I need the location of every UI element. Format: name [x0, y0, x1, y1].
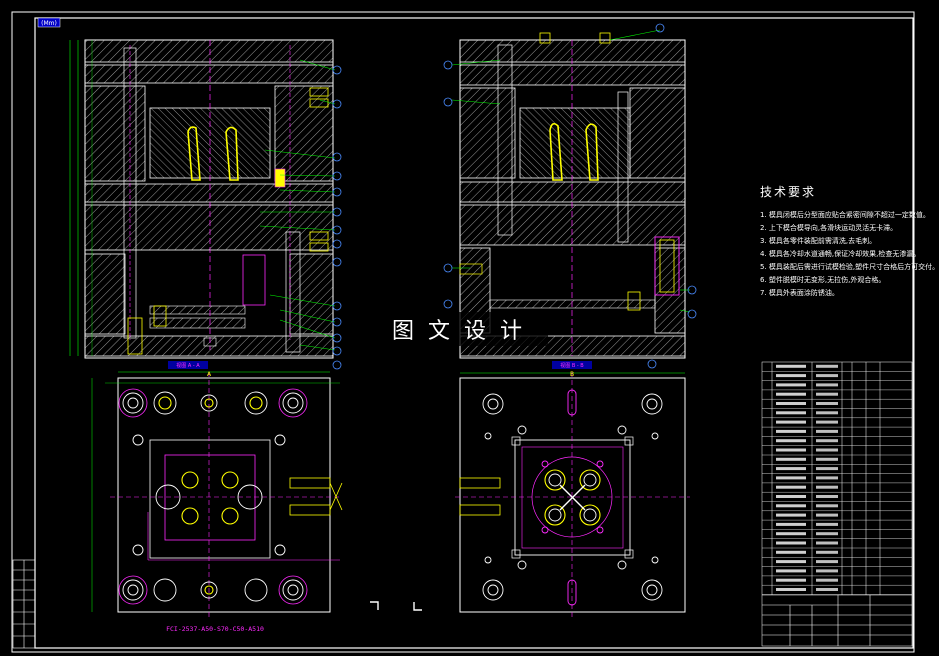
tech-requirement-line: 2. 上下模合模导向,各滑块运动灵活无卡滞。: [760, 224, 898, 232]
parts-list-cell-text: [776, 374, 806, 378]
parts-list-cell-text: [776, 504, 806, 508]
parts-list-cell-text: [776, 420, 806, 424]
parts-list-cell-text: [816, 420, 838, 424]
parts-list-cell-text: [776, 569, 806, 573]
parts-list-cell-text: [776, 578, 806, 582]
parts-list-cell-text: [816, 485, 838, 489]
parts-list-cell-text: [816, 588, 838, 591]
parts-list-cell-text: [816, 476, 838, 480]
parts-list-cell-text: [776, 383, 806, 387]
parts-list-cell-text: [816, 541, 838, 545]
bottom-note: FCI-2537-A50-S70-C50-A510: [166, 625, 264, 633]
view-label-a: A: [207, 371, 212, 378]
parts-list-cell-text: [816, 504, 838, 508]
tech-requirements-title: 技术要求: [760, 185, 817, 199]
parts-list-rows: [762, 364, 912, 595]
parts-list-cell-text: [816, 560, 838, 564]
parts-list-cell-text: [776, 429, 806, 433]
tech-requirement-line: 3. 模具各零件装配前需清洗,去毛刺。: [760, 237, 877, 245]
tech-requirement-line: 7. 模具外表面涂防锈油。: [760, 289, 839, 297]
parts-list-cell-text: [776, 485, 806, 489]
revision-block: [12, 559, 36, 649]
parts-list-cell-text: [776, 541, 806, 545]
parts-list-table: [761, 361, 913, 647]
parts-list-cell-text: [816, 429, 838, 433]
parts-list-cell-text: [816, 374, 838, 378]
parts-list-cell-text: [776, 550, 806, 554]
parts-list-cell-text: [816, 411, 838, 415]
parts-list-cell-text: [776, 476, 806, 480]
tech-requirement-line: 6. 塑件脱模时无变形,无拉伤,外观合格。: [760, 276, 886, 284]
parts-list-cell-text: [776, 560, 806, 564]
parts-list-cell-text: [816, 383, 838, 387]
parts-list-cell-text: [816, 392, 838, 396]
left-plan-view: A: [91, 371, 343, 620]
tech-requirement-line: 4. 模具各冷却水道通畅,保证冷却效果,检查无渗漏。: [760, 250, 921, 258]
parts-list-cell-text: [816, 439, 838, 443]
parts-list-cell-text: [816, 495, 838, 498]
right-plan-view: B: [455, 371, 690, 620]
title-block: [762, 594, 912, 646]
section-label-box-a: [168, 361, 208, 369]
parts-list-cell-text: [776, 402, 806, 405]
parts-list-cell-text: [816, 448, 838, 452]
mold-drawing: (Mm): [11, 11, 915, 653]
parts-list-cell-text: [776, 467, 806, 471]
watermark: 图文设计: [380, 312, 548, 346]
header-tag-box: [37, 17, 61, 28]
parts-list-cell-text: [816, 550, 838, 554]
section-label-box-b: [552, 361, 592, 369]
parts-list-cell-text: [776, 411, 806, 415]
parts-list-cell-text: [776, 532, 806, 536]
parts-list-cell-text: [776, 588, 806, 591]
parts-list-cell-text: [776, 448, 806, 452]
section-label-b: 视图 B - B: [560, 362, 584, 369]
parts-list-cell-text: [776, 522, 806, 526]
parts-list-cell-text: [816, 364, 838, 368]
parts-list-cell-text: [776, 364, 806, 368]
parts-list-cell-text: [816, 467, 838, 471]
tech-requirement-line: 1. 模具闭模后分型面应贴合紧密间隙不超过一定数值。: [760, 211, 930, 219]
parts-list-cell-text: [816, 532, 838, 536]
parts-list-cell-text: [816, 522, 838, 526]
parts-list-cell-text: [776, 513, 806, 517]
parts-list-cell-text: [816, 457, 838, 461]
parts-list-cell-text: [816, 569, 838, 573]
parts-list-cell-text: [776, 439, 806, 443]
header-tag: (Mm): [41, 20, 57, 27]
section-label-a: 视图 A - A: [176, 362, 200, 369]
parts-list-cell-text: [776, 495, 806, 498]
tech-requirement-line: 5. 模具装配后需进行试模检验,塑件尺寸合格后方可交付。: [760, 263, 939, 271]
view-label-b: B: [570, 371, 574, 378]
parts-list-cell-text: [816, 578, 838, 582]
parts-list-cell-text: [776, 392, 806, 396]
parts-list-cell-text: [816, 402, 838, 405]
parts-list-cell-text: [776, 457, 806, 461]
parts-list-cell-text: [816, 513, 838, 517]
left-section-view: [69, 39, 342, 370]
